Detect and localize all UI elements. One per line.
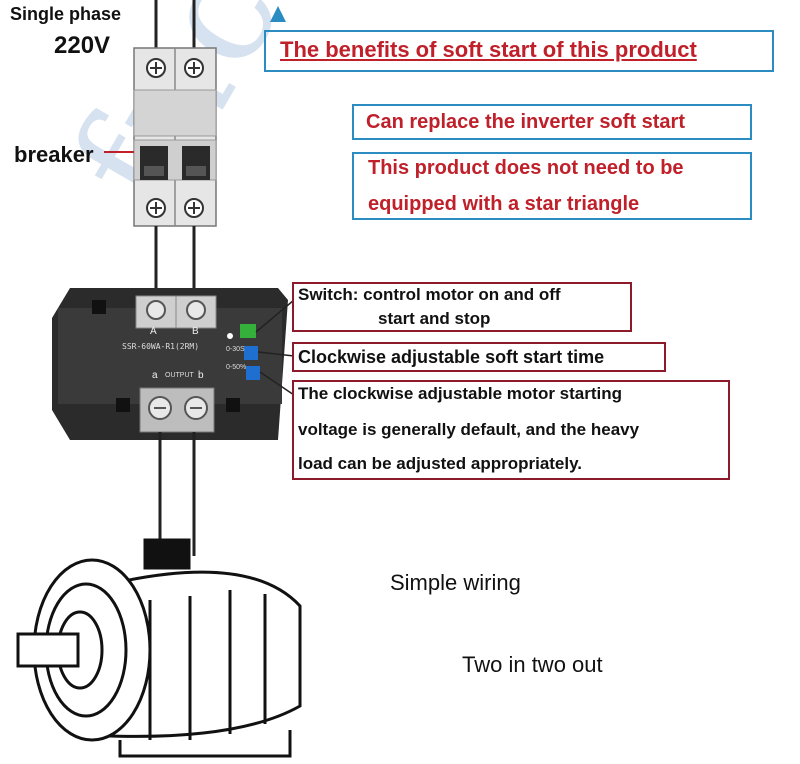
title-text: The benefits of soft start of this produ… xyxy=(280,37,697,62)
voltage-callout-line3: load can be adjusted appropriately. xyxy=(298,454,583,473)
voltage-label: 220V xyxy=(54,32,111,59)
time-callout: Clockwise adjustable soft start time xyxy=(292,342,666,372)
time-callout-text: Clockwise adjustable soft start time xyxy=(298,347,605,367)
breaker-icon xyxy=(133,47,217,227)
benefit-box-2: This product does not need to be equippe… xyxy=(352,152,752,220)
benefit-box-1: Can replace the inverter soft start xyxy=(352,104,752,140)
time-pointer xyxy=(257,351,295,357)
phase-label: Single phase xyxy=(10,4,122,24)
benefit-text-2a: This product does not need to be xyxy=(368,157,684,179)
module-terminal-b: B xyxy=(192,326,199,337)
title-box: The benefits of soft start of this produ… xyxy=(264,30,774,72)
arrow-up-icon xyxy=(270,6,286,22)
switch-pointer xyxy=(255,299,295,333)
simple-wiring-label: Simple wiring xyxy=(390,570,521,595)
switch-callout-line2: start and stop xyxy=(378,309,491,328)
module-model: SSR-60WA-R1(2RM) xyxy=(122,342,200,351)
two-in-two-out-label: Two in two out xyxy=(462,652,603,677)
benefit-text-2b: equipped with a star triangle xyxy=(368,193,640,215)
voltage-pointer xyxy=(259,371,295,396)
benefit-text-1: Can replace the inverter soft start xyxy=(366,111,685,133)
module-range-time: 0-30S xyxy=(226,346,245,353)
breaker-label: breaker xyxy=(14,142,94,167)
switch-callout-line1: Switch: control motor on and off xyxy=(298,285,561,304)
voltage-callout-line2: voltage is generally default, and the he… xyxy=(298,420,640,439)
module-output-label: OUTPUT xyxy=(165,372,194,379)
module-output-b: b xyxy=(198,370,204,381)
switch-callout: Switch: control motor on and off start a… xyxy=(292,282,632,332)
voltage-callout-line1: The clockwise adjustable motor starting xyxy=(298,384,623,403)
module-output-a: a xyxy=(152,370,158,381)
motor-icon xyxy=(16,538,302,758)
module-terminal-a: A xyxy=(150,326,157,337)
voltage-callout: The clockwise adjustable motor starting … xyxy=(292,380,730,480)
module-range-voltage: 0-50% xyxy=(226,364,247,371)
soft-start-module-icon xyxy=(52,288,288,440)
